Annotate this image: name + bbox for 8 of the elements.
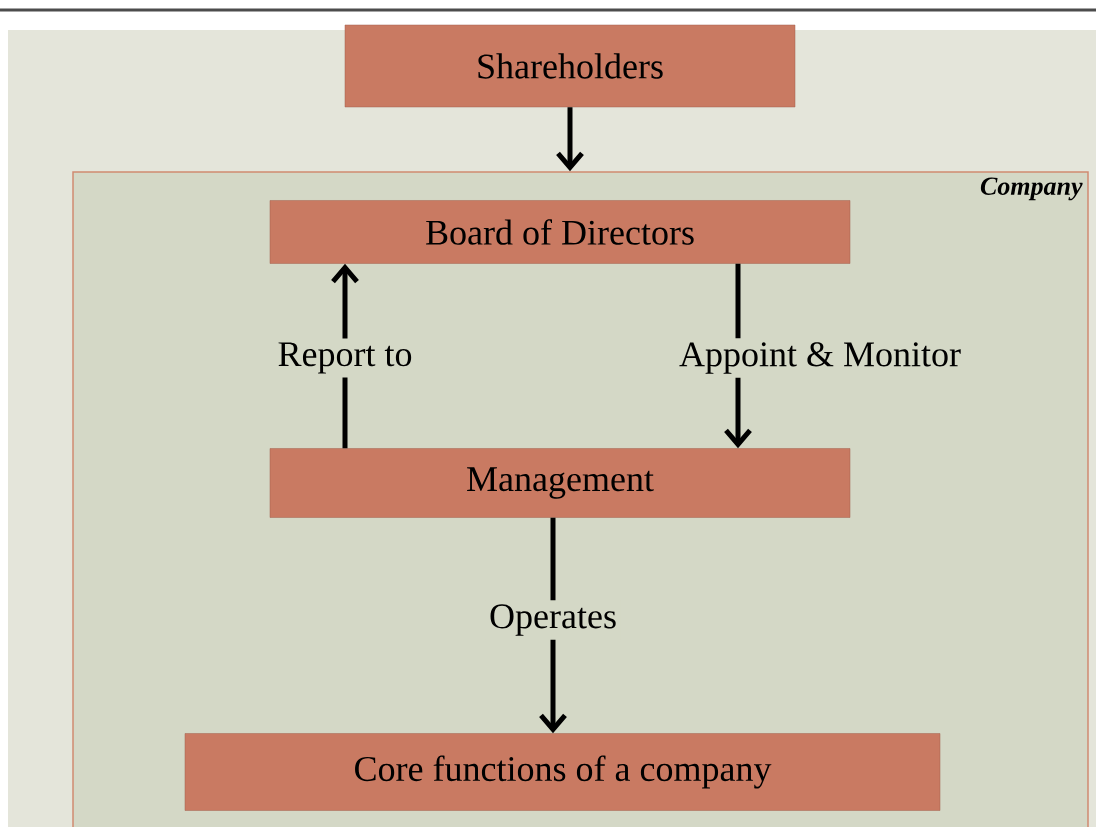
role-box: Management: [269, 448, 851, 518]
edge-label: Report to: [273, 338, 417, 378]
role-box: Core functions of a company: [184, 733, 941, 811]
role-box: Board of Directors: [269, 200, 851, 264]
role-box: Shareholders: [344, 24, 796, 108]
edge-label: Operates: [485, 600, 621, 640]
arrow: [556, 107, 584, 172]
edge-label: Appoint & Monitor: [675, 338, 965, 378]
